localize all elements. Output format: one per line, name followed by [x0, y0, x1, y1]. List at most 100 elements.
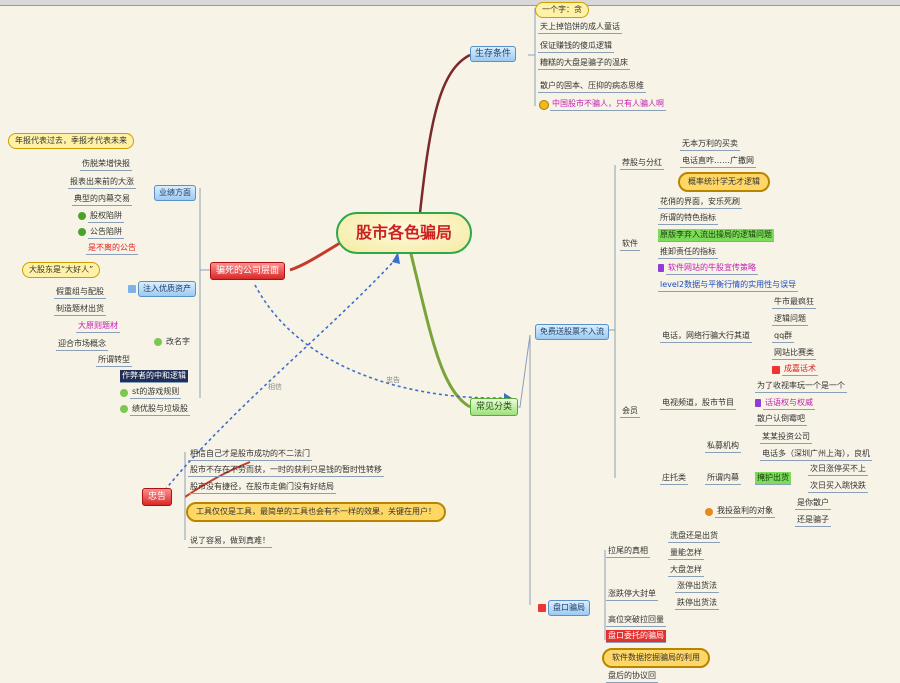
scam-inject-item: 假重组与配股 — [54, 286, 106, 299]
common-software-item: 原版李弃入流出操局的逻辑问题 — [658, 229, 774, 242]
branch-line-scam — [289, 238, 346, 272]
common-software-item: 推卸责任的指标 — [658, 246, 718, 259]
common-protect-item: 次日涨停买不上 — [808, 463, 868, 476]
scam-note: 年报代表过去，季报才代表未来 — [8, 133, 134, 149]
scam-earnings-item: 股权陷阱 — [88, 210, 124, 223]
scam-earnings-item: 公告陷阱 — [88, 226, 124, 239]
common-profit: 我投盈利的对象 — [715, 505, 775, 518]
branch-scam[interactable]: 骗死的公司层面 — [210, 262, 286, 280]
common-member: 会员 — [620, 405, 640, 418]
scam-inject[interactable]: 注入优质资产 — [138, 281, 196, 297]
pie-icon — [120, 405, 128, 413]
scam-concept: 迎合市场概念 — [56, 338, 108, 351]
survival-item: 保证赚钱的傻瓜逻辑 — [538, 40, 614, 53]
advice-item: 股市没有捷径，在股市走偏门没有好结局 — [188, 481, 336, 494]
survival-item: 糟糕的大盘是骗子的温床 — [538, 57, 630, 70]
common-trust: 庄托类 — [660, 472, 688, 485]
scam-st: st的游戏规则 — [130, 386, 182, 399]
smiley-icon — [539, 100, 549, 110]
root-node[interactable]: 股市各色骗局 — [336, 212, 472, 254]
common-profit-item: 还是骗子 — [795, 514, 831, 527]
common-mined: 软件数据挖掘骗局的利用 — [602, 648, 710, 668]
common-agency: 私募机构 — [705, 440, 741, 453]
relation-label-a: 相信 — [268, 383, 282, 391]
common-software-item: level2数据与平衡行情的实用性与误导 — [658, 279, 799, 292]
relation-arrow-b — [254, 284, 506, 399]
branch-line-survival — [418, 53, 471, 214]
common-holding-item: 概率统计学无才逻辑 — [678, 172, 770, 192]
scam-hot-topic: 大原则题材 — [76, 320, 120, 333]
scam-rename: 改名字 — [166, 337, 190, 346]
common-phone-item: 成嘉话术 — [782, 363, 818, 376]
relation-label-b: 忠告 — [386, 376, 400, 384]
common-phone-item: 逻辑问题 — [772, 313, 808, 326]
badge-icon — [705, 508, 713, 516]
star-icon — [772, 366, 780, 374]
common-holding: 荐股与分红 — [620, 157, 664, 170]
pie-icon — [154, 338, 162, 346]
scam-inject-item: 制造题材出货 — [54, 303, 106, 316]
common-tv-item: 为了收视率玩一个是一个 — [755, 380, 847, 393]
common-holding-item: 无本万利的买卖 — [680, 138, 740, 151]
common-pull-item: 洗盘还是出货 — [668, 530, 720, 543]
common-order: 盘口委托的骗局 — [606, 630, 666, 643]
branch-line-common — [408, 249, 471, 409]
scam-earnings-item: 报表出来前的大涨 — [68, 176, 136, 189]
scam-transfer: 所谓转型 — [96, 354, 132, 367]
common-tv-item: 话语权与权威 — [763, 397, 815, 410]
survival-item: 天上掉馅饼的成人童话 — [538, 21, 622, 34]
survival-item: 中国股市不骗人，只有人骗人啊 — [550, 98, 666, 111]
branch-common[interactable]: 常见分类 — [470, 398, 519, 416]
common-phone-item: 网站比赛类 — [772, 347, 816, 360]
advice-item: 股市不存在不劳而获，一时的获利只是钱的暂时性转移 — [188, 464, 384, 477]
scam-earnings-item: 是不离的公告 — [86, 242, 138, 255]
advice-item: 说了容易，做到真难！ — [188, 535, 272, 548]
folder-icon — [128, 285, 136, 293]
advice-item-highlight: 工具仅仅是工具，最简单的工具也会有不一样的效果，关键在用户！ — [186, 502, 446, 522]
common-last: 盘后的协议回 — [606, 670, 658, 683]
common-limit-item: 跌停出货法 — [675, 597, 719, 610]
scam-quality: 绩优股与垃圾股 — [130, 403, 190, 416]
common-profit-item: 是你散户 — [795, 497, 831, 510]
common-software-item: 花俏的界面，安乐死刷 — [658, 196, 742, 209]
common-pull: 拉尾的真相 — [606, 545, 650, 558]
common-agency-item: 电话多（深圳广州上海），良机 — [760, 448, 872, 461]
leaf-icon — [78, 228, 86, 236]
common-phone-item: qq群 — [772, 330, 795, 343]
scam-rarest: 作弊者的中和逻辑 — [120, 370, 188, 383]
common-software-item: 软件网站的牛股宣传策略 — [666, 262, 758, 275]
branch-advice[interactable]: 忠告 — [142, 488, 173, 506]
common-tv-item: 散户认倒霉吧 — [755, 413, 807, 426]
common-phone-item: 牛市最疯狂 — [772, 296, 816, 309]
common-pull-item: 量能怎样 — [668, 547, 704, 560]
flag-icon — [658, 264, 664, 272]
survival-item: 散户的固本、压抑的病态思维 — [538, 80, 646, 93]
common-agency-item: 某某投资公司 — [760, 431, 812, 444]
scam-shareholder: 大股东是“大好人” — [22, 262, 101, 278]
scam-earnings-item: 伤脱荣增快报 — [80, 158, 132, 171]
leaf-icon — [78, 212, 86, 220]
pie-icon — [120, 389, 128, 397]
branch-survival[interactable]: 生存条件 — [470, 46, 517, 62]
common-trap[interactable]: 盘口骗局 — [548, 600, 590, 616]
common-protect: 掩护出货 — [755, 472, 791, 485]
common-high: 高位突破拉回量 — [606, 614, 666, 627]
common-software: 软件 — [620, 238, 640, 251]
common-pull-item: 大盘怎样 — [668, 564, 704, 577]
warning-icon — [538, 604, 546, 612]
common-software-item: 所谓的特色指标 — [658, 212, 718, 225]
advice-item: 相信自己才是股市成功的不二法门 — [188, 448, 312, 461]
common-phone: 电话，网络行骗大行其道 — [660, 330, 752, 343]
common-tv: 电视频道，股市节目 — [660, 397, 736, 410]
common-limit-item: 涨停出货法 — [675, 580, 719, 593]
top-bar — [0, 0, 900, 6]
survival-item-greed: 一个字：贪 — [535, 2, 589, 18]
common-holding-item: 电话直咋……广撒网 — [680, 155, 756, 168]
scam-earnings[interactable]: 业绩方面 — [154, 185, 196, 201]
common-protect-item: 次日买入跳快跌 — [808, 480, 868, 493]
scam-earnings-item: 典型的内幕交易 — [72, 193, 132, 206]
common-free[interactable]: 免费送股票不入流 — [535, 324, 609, 340]
common-insider: 所谓内幕 — [705, 472, 741, 485]
common-limit: 涨跌停大封单 — [606, 588, 658, 601]
